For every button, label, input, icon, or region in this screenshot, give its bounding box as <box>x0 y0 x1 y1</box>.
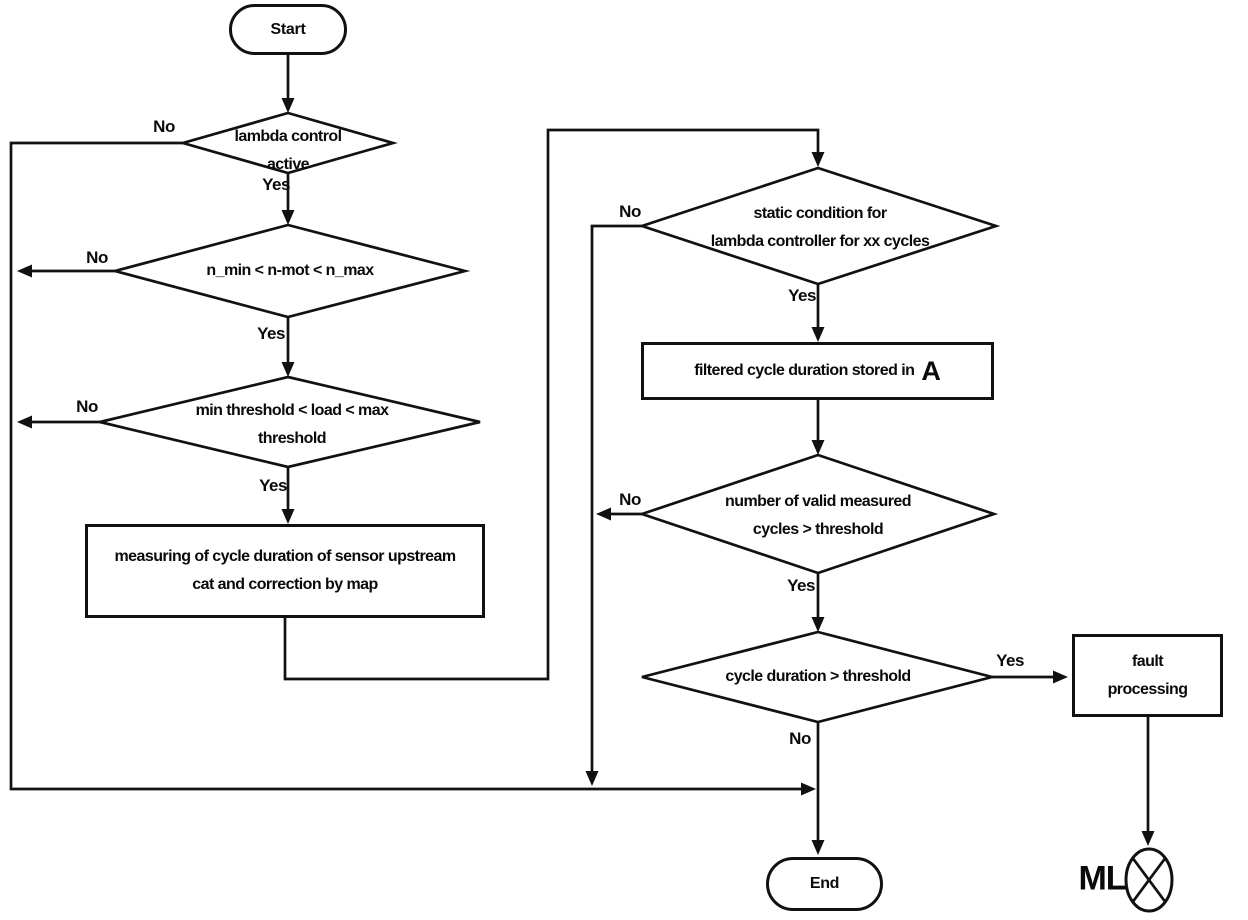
branch-label-valid-yes: Yes <box>787 576 815 595</box>
arrowhead-icon <box>811 840 825 855</box>
branch-label-valid-no: No <box>619 490 641 509</box>
arrowhead-icon <box>596 507 611 521</box>
process-filtered: filtered cycle duration stored in A <box>641 342 994 400</box>
branch-label-load-no: No <box>76 397 98 416</box>
branch-label-duration-yes: Yes <box>996 651 1024 670</box>
decision-static-condition-shape <box>637 166 1001 286</box>
arrowhead-icon <box>811 617 825 632</box>
start-label: Start <box>270 20 306 38</box>
arrowhead-icon <box>281 210 295 225</box>
branch-label-duration-no: No <box>789 729 811 748</box>
edge-static-no <box>590 224 643 772</box>
branch-label-lambda-yes: Yes <box>262 175 290 194</box>
arrowhead-icon <box>281 509 295 524</box>
branch-label-static-no: No <box>619 202 641 221</box>
process-measuring: measuring of cycle duration of sensor up… <box>85 524 485 618</box>
arrowhead-icon <box>811 327 825 342</box>
branch-label-lambda-no: No <box>153 117 175 136</box>
end-terminal: End <box>766 857 883 911</box>
edge-lambda-no-loop <box>9 141 801 791</box>
process-fault: fault processing <box>1072 634 1223 717</box>
arrowhead-icon <box>585 771 599 786</box>
arrowhead-icon <box>17 415 32 429</box>
branch-label-speed-yes: Yes <box>257 324 285 343</box>
process-fault-line1: fault <box>1131 652 1164 670</box>
arrowhead-icon <box>17 264 32 278</box>
edge-measuring-to-static <box>283 128 820 681</box>
arrowhead-icon <box>811 152 825 167</box>
arrowhead-icon <box>281 362 295 377</box>
process-fault-line2: processing <box>1107 680 1188 698</box>
process-measuring-line2: cat and correction by map <box>192 576 378 593</box>
lamp-cross-icon <box>1131 857 1167 903</box>
start-terminal: Start <box>229 4 347 55</box>
arrowhead-icon <box>1053 670 1068 684</box>
branch-label-speed-no: No <box>86 248 108 267</box>
process-measuring-line1: measuring of cycle duration of sensor up… <box>114 548 456 565</box>
decision-load-shape <box>99 375 481 469</box>
arrowhead-icon <box>1141 831 1155 846</box>
arrowhead-icon <box>811 440 825 455</box>
decision-lambda-active-shape <box>178 111 398 175</box>
indicator-lamp-label: ML <box>1078 859 1126 898</box>
decision-valid-cycles-shape <box>637 453 999 575</box>
process-filtered-emphasis: A <box>921 356 941 386</box>
arrowhead-icon <box>281 98 295 113</box>
decision-cycle-duration-shape <box>641 630 998 724</box>
arrowhead-icon <box>801 782 816 796</box>
process-filtered-text: filtered cycle duration stored in <box>694 362 915 379</box>
branch-label-load-yes: Yes <box>259 476 287 495</box>
branch-label-static-yes: Yes <box>788 286 816 305</box>
end-label: End <box>809 875 840 892</box>
decision-engine-speed-shape <box>109 223 471 319</box>
